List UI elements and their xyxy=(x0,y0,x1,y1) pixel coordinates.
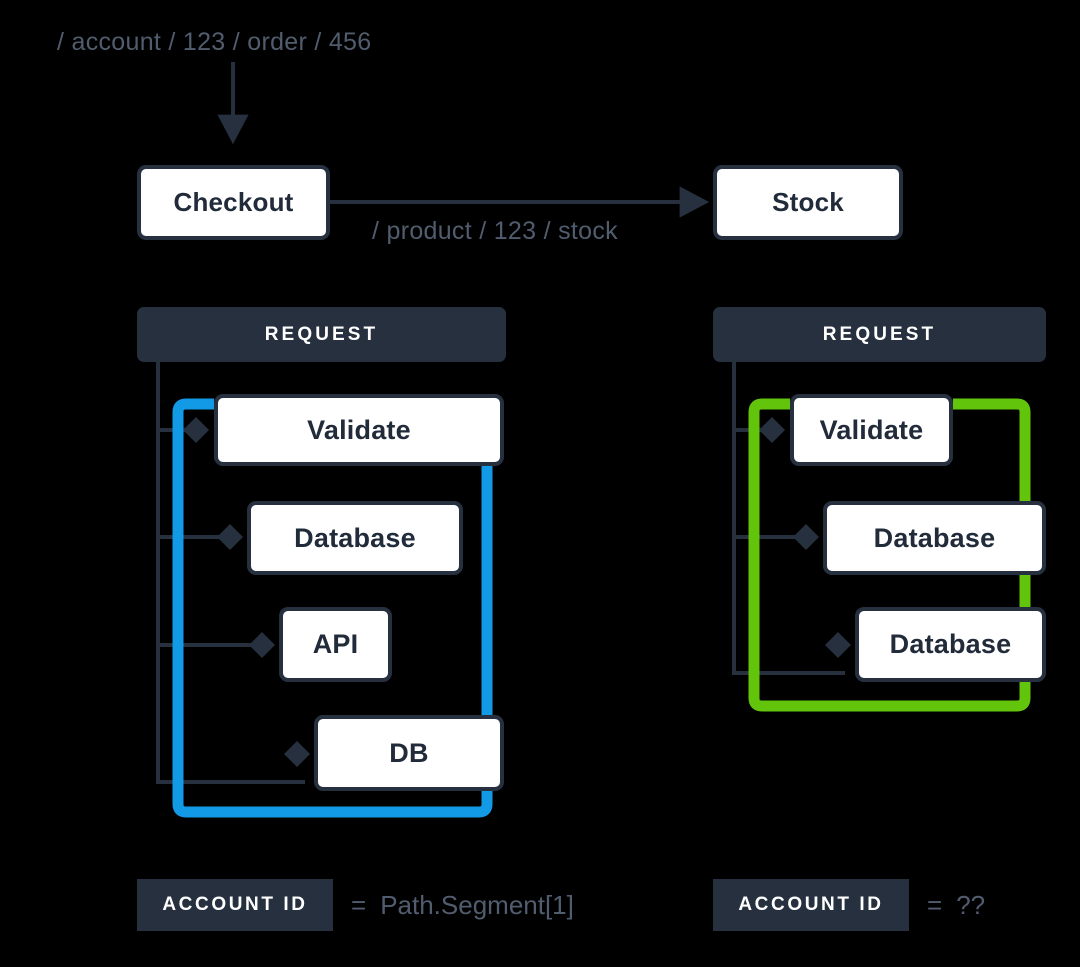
legend-expression-stock: = ?? xyxy=(927,879,985,931)
step-label: DB xyxy=(389,737,429,768)
legend-chip-label: ACCOUNT ID xyxy=(162,894,308,915)
diamond-icon xyxy=(217,524,243,550)
diamond-icon xyxy=(825,632,851,658)
legend-value: ?? xyxy=(956,889,986,920)
legend-equals-sign: = xyxy=(927,889,943,920)
step-box-database[interactable]: Database xyxy=(855,607,1046,682)
step-box-database[interactable]: Database xyxy=(247,501,463,575)
service-label: Checkout xyxy=(173,187,294,217)
diamond-icon xyxy=(284,741,310,767)
service-box-checkout[interactable]: Checkout xyxy=(137,165,330,240)
legend-chip-account-id: ACCOUNT ID xyxy=(137,879,333,931)
legend-equals-sign: = xyxy=(351,889,367,920)
diamond-icon xyxy=(793,524,819,550)
step-label: Database xyxy=(294,522,416,553)
request-header-label: REQUEST xyxy=(822,323,937,345)
left-panel-highlight-path xyxy=(172,398,493,818)
step-label: Database xyxy=(889,629,1012,659)
incoming-path-label: / account / 123 / order / 456 xyxy=(57,28,372,56)
downstream-path-label: / product / 123 / stock xyxy=(372,217,618,245)
right-panel-highlight-path xyxy=(748,398,1031,712)
request-header-stock: REQUEST xyxy=(713,307,1046,362)
step-box-api[interactable]: API xyxy=(279,607,392,682)
step-label: Validate xyxy=(307,414,411,445)
right-panel-junctions xyxy=(759,417,851,658)
step-box-db[interactable]: DB xyxy=(314,715,504,791)
step-label: Database xyxy=(873,522,996,553)
legend-value: Path.Segment[1] xyxy=(380,889,574,920)
request-header-label: REQUEST xyxy=(264,323,379,345)
legend-chip-account-id: ACCOUNT ID xyxy=(713,879,909,931)
step-box-validate[interactable]: Validate xyxy=(214,394,504,466)
legend-chip-label: ACCOUNT ID xyxy=(738,894,884,915)
diamond-icon xyxy=(759,417,785,443)
diamond-icon xyxy=(183,417,209,443)
step-box-validate[interactable]: Validate xyxy=(790,394,953,466)
request-header-checkout: REQUEST xyxy=(137,307,506,362)
diamond-icon xyxy=(249,632,275,658)
left-panel-junctions xyxy=(183,417,310,767)
service-label: Stock xyxy=(772,187,844,217)
service-box-stock[interactable]: Stock xyxy=(713,165,903,240)
step-label: Validate xyxy=(819,414,924,445)
legend-expression-checkout: = Path.Segment[1] xyxy=(351,879,574,931)
step-label: API xyxy=(312,629,359,659)
step-box-database[interactable]: Database xyxy=(823,501,1046,575)
